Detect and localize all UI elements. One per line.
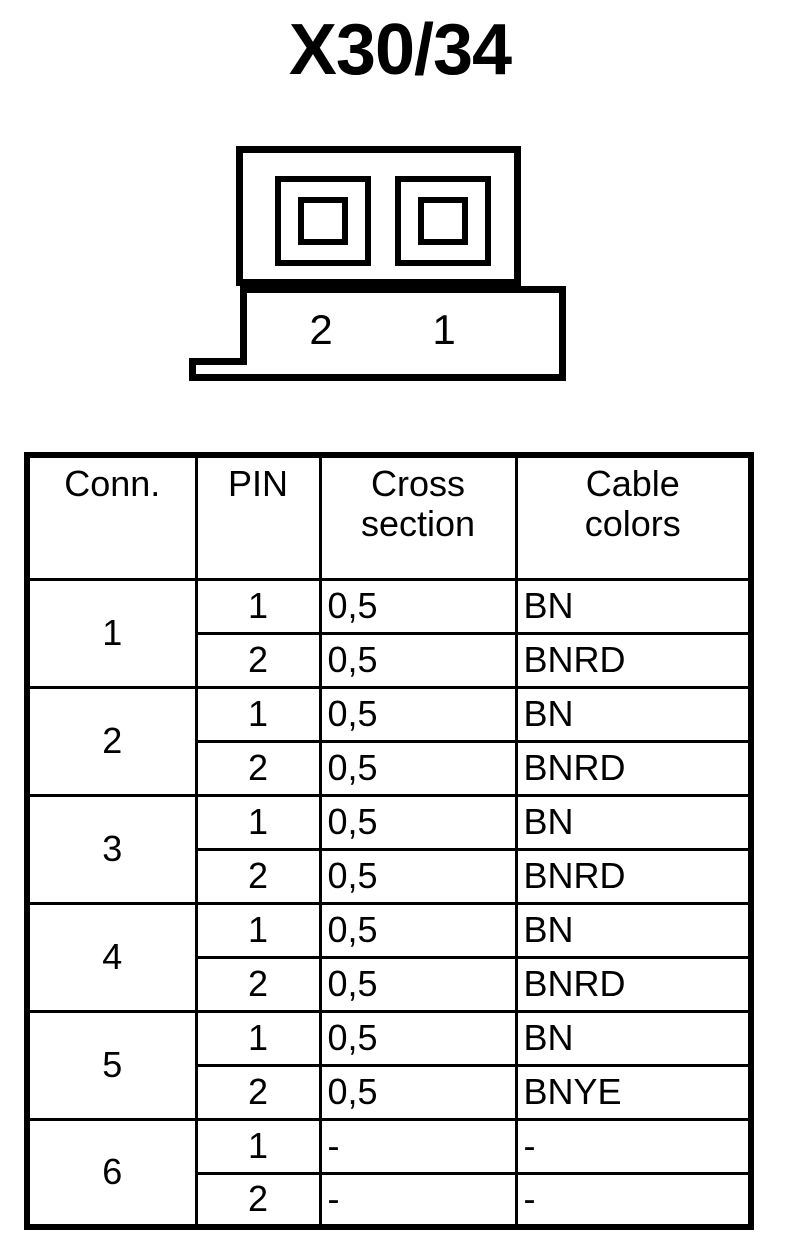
cell-pin: 1 <box>194 1009 322 1067</box>
cell-pin: 2 <box>194 739 322 797</box>
cell-conn: 1 <box>25 577 198 689</box>
cell-cable-color: BN <box>514 685 753 743</box>
cell-cross-section: 0,5 <box>318 577 518 635</box>
cell-cable-color: BN <box>514 793 753 851</box>
connector-housing-lower <box>240 286 566 381</box>
cell-cable-color: BNYE <box>514 1063 753 1121</box>
connector-latch-tab <box>189 358 247 381</box>
cell-pin: 1 <box>194 685 322 743</box>
pin-socket-2-outer <box>275 176 371 266</box>
cell-cross-section: 0,5 <box>318 793 518 851</box>
pin-socket-2-inner <box>298 197 348 245</box>
cell-cross-section: 0,5 <box>318 685 518 743</box>
cell-pin: 1 <box>194 577 322 635</box>
column-header-cable-colors-line1: Cable <box>585 463 680 504</box>
column-header-conn: Conn. <box>25 453 198 581</box>
cell-cable-color: BNRD <box>514 631 753 689</box>
page-title: X30/34 <box>288 10 512 90</box>
cell-cable-color: BN <box>514 1009 753 1067</box>
cell-conn: 5 <box>25 1009 198 1121</box>
cell-cable-color: - <box>514 1117 753 1175</box>
connector-symbol-diagram: 2 1 <box>0 0 800 420</box>
pin-socket-1-outer <box>395 176 491 266</box>
table-row: 2-- <box>27 1171 753 1229</box>
cell-pin: 2 <box>194 847 322 905</box>
cell-cable-color: BN <box>514 901 753 959</box>
cell-cable-color: BN <box>514 577 753 635</box>
connector-pin-label-2: 2 <box>309 306 333 353</box>
cell-pin: 1 <box>194 1117 322 1175</box>
cell-pin: 1 <box>194 793 322 851</box>
cell-pin: 2 <box>194 1063 322 1121</box>
column-header-pin: PIN <box>194 453 322 581</box>
cell-cable-color: - <box>514 1171 753 1229</box>
cell-cross-section: - <box>318 1117 518 1175</box>
column-header-cable-colors: Cable colors <box>514 453 753 581</box>
cell-cable-color: BNRD <box>514 955 753 1013</box>
cell-pin: 1 <box>194 901 322 959</box>
connector-pin-label-1: 1 <box>432 306 456 353</box>
column-header-cross-section-line1: Cross <box>370 463 465 504</box>
column-header-cross-section: Cross section <box>318 453 518 581</box>
cell-cable-color: BNRD <box>514 739 753 797</box>
cell-conn: 6 <box>25 1117 198 1229</box>
cell-conn: 3 <box>25 793 198 905</box>
cell-cross-section: 0,5 <box>318 631 518 689</box>
cell-cross-section: - <box>318 1171 518 1229</box>
column-header-cable-colors-line2: colors <box>584 503 681 545</box>
cell-pin: 2 <box>194 631 322 689</box>
cell-cross-section: 0,5 <box>318 1063 518 1121</box>
cell-cross-section: 0,5 <box>318 739 518 797</box>
table-header-row: Conn. PIN Cross section Cable colors <box>25 453 753 581</box>
cell-conn: 4 <box>25 901 198 1013</box>
cell-cross-section: 0,5 <box>318 847 518 905</box>
cell-pin: 2 <box>194 955 322 1013</box>
cell-cross-section: 0,5 <box>318 1009 518 1067</box>
column-header-cross-section-line2: section <box>360 503 476 545</box>
cell-cross-section: 0,5 <box>318 955 518 1013</box>
cell-cable-color: BNRD <box>514 847 753 905</box>
pin-socket-1-inner <box>418 197 468 245</box>
cell-pin: 2 <box>194 1171 322 1229</box>
cell-conn: 2 <box>25 685 198 797</box>
cell-cross-section: 0,5 <box>318 901 518 959</box>
